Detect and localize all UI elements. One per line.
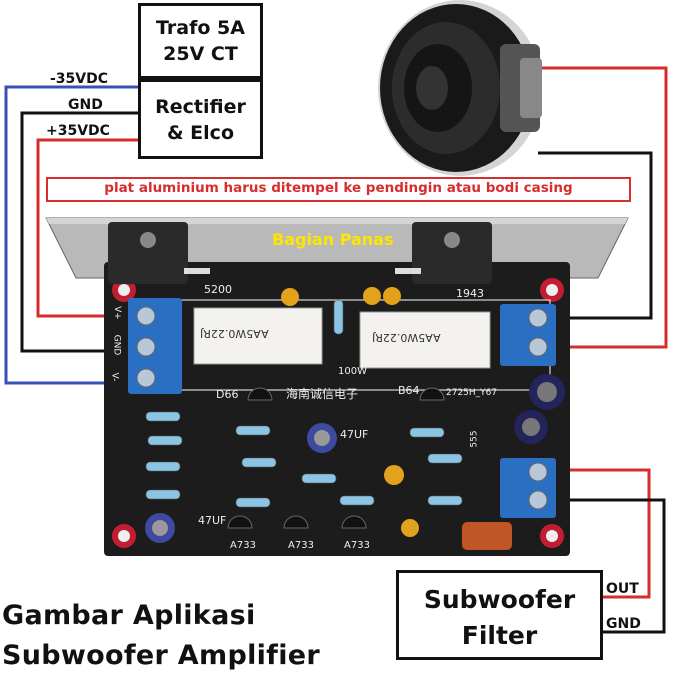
transistor-driver (419, 387, 445, 401)
ceramic-capacitor (384, 465, 404, 485)
capacitor-label-bottom: 47UF (198, 514, 227, 527)
neg-voltage-label: -35VDC (50, 71, 109, 87)
filter-terminal-block (500, 458, 556, 518)
elco-label: & Elco (167, 122, 234, 144)
cement-resistor-right (359, 311, 491, 369)
caption-line-1: Gambar Aplikasi (2, 600, 256, 631)
capacitor-label-top: 47UF (340, 428, 369, 441)
terminal-label-vminus: V- (109, 372, 120, 382)
ceramic-capacitor (281, 288, 299, 306)
wire-gnd-power (20, 111, 138, 353)
wire-filter-gnd (546, 498, 666, 634)
transistor-code-left: 5200 (204, 283, 232, 296)
filter-out-label: OUT (606, 581, 639, 597)
terminal-label-gnd: GND (111, 334, 122, 356)
transistor-driver (247, 387, 273, 401)
warning-banner-frame (46, 177, 631, 202)
power-transistor-left (108, 222, 188, 284)
power-transistor-right (412, 222, 492, 284)
rectifier-label: Rectifier (155, 96, 246, 118)
small-transistor-label: A733 (230, 540, 256, 551)
small-transistor-label: A733 (288, 540, 314, 551)
transformer-rating: Trafo 5A (156, 17, 245, 39)
ceramic-capacitor (383, 287, 401, 305)
wire-filter-out (546, 468, 651, 599)
transformer-box: Trafo 5A 25V CT (138, 3, 263, 79)
filter-title: Subwoofer (423, 585, 576, 614)
caption-line-2: Subwoofer Amplifier (2, 640, 321, 671)
film-capacitor (462, 522, 512, 550)
warning-text: plat aluminium harus ditempel ke pending… (104, 180, 573, 196)
hot-zone-label: Bagian Panas (272, 230, 394, 249)
cement-resistor-left (193, 307, 323, 365)
ceramic-capacitor (363, 287, 381, 305)
cement-resistor-right-code: AA5W0.22RJ (372, 331, 441, 344)
gnd-power-label: GND (68, 97, 103, 113)
transistor-small (283, 515, 309, 529)
rectifier-box: Rectifier & Elco (138, 79, 263, 159)
resistor-array (145, 299, 463, 508)
transformer-voltage: 25V CT (163, 43, 238, 65)
subwoofer-filter-box: Subwoofer Filter (396, 570, 603, 660)
transistor-small (341, 515, 367, 529)
subwoofer-image (378, 0, 542, 176)
driver-right-label: B64 (398, 384, 420, 397)
transistor-small (227, 515, 253, 529)
filter-subtitle: Filter (461, 621, 538, 650)
pos-voltage-label: +35VDC (46, 123, 110, 139)
power-marking: 100W (338, 366, 367, 377)
wire-pos-35v (36, 138, 138, 318)
cement-resistor-left-code: AA5W0.22RJ (200, 327, 269, 340)
speaker-terminal-block (500, 304, 556, 366)
filter-gnd-label: GND (606, 616, 641, 632)
wire-speaker-pos (538, 66, 668, 349)
ic-code: 555 (469, 430, 480, 448)
transistor-code-right: 1943 (456, 287, 484, 300)
chinese-marking: 海南诚信电子 (286, 387, 359, 401)
terminal-label-vplus: V+ (111, 306, 122, 320)
board-code: 2725H_Y67 (446, 388, 498, 398)
wire-neg-35v (4, 85, 138, 385)
wire-speaker-neg (538, 151, 653, 320)
ceramic-capacitor (401, 519, 419, 537)
small-transistor-label: A733 (344, 540, 370, 551)
driver-left-label: D66 (216, 388, 239, 401)
